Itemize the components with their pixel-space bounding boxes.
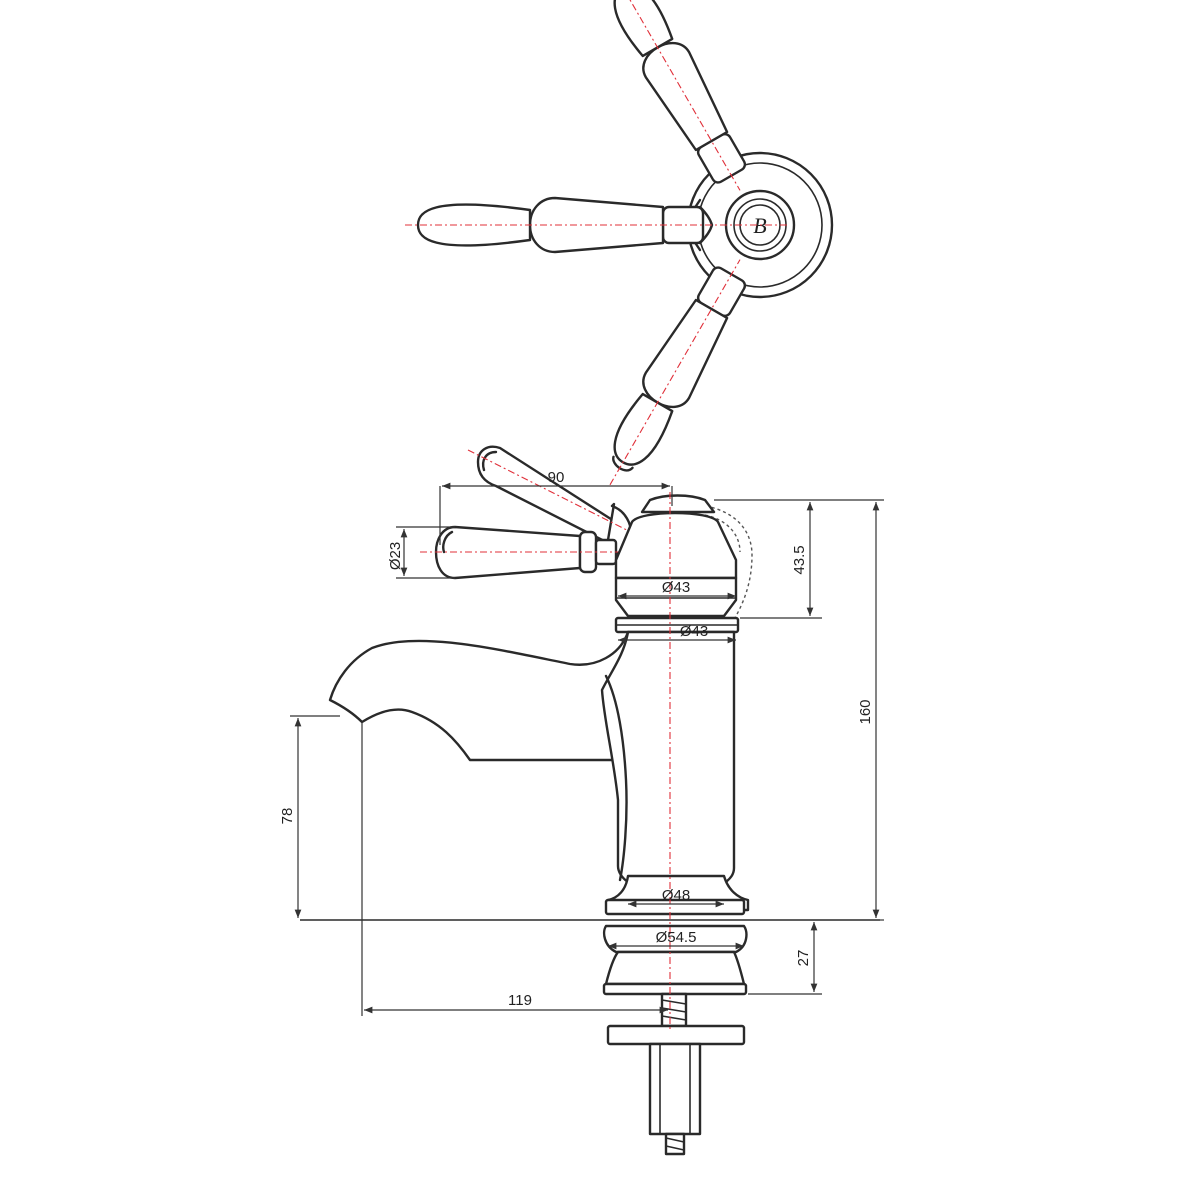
plan-view: B <box>405 0 834 486</box>
tap-head <box>614 494 740 634</box>
shank-assembly <box>606 992 746 1156</box>
body-column <box>600 630 736 884</box>
handle-rotation-phantom <box>699 504 753 619</box>
spout <box>328 630 630 762</box>
plan-handle-upper <box>609 259 747 486</box>
side-handle-lower <box>420 525 622 580</box>
plan-handle-lower <box>609 0 747 191</box>
dim-spout-projection: 119 <box>508 992 532 1009</box>
dim-head-diameter-lower: Ø43 <box>680 623 708 640</box>
dim-head-height: 43.5 <box>791 545 808 574</box>
dim-overall-height: 160 <box>857 699 874 724</box>
dimensions: 90 Ø23 Ø43 Ø43 43.5 160 78 Ø48 Ø54.5 <box>279 469 884 1016</box>
dim-body-diameter: Ø48 <box>662 887 690 904</box>
dim-handle-reach: 90 <box>548 469 565 486</box>
dim-spout-height: 78 <box>279 808 296 825</box>
dim-base-diameter: Ø54.5 <box>656 929 697 946</box>
dim-handle-diameter: Ø23 <box>387 542 404 570</box>
plan-handle-left <box>405 196 790 254</box>
dim-base-height: 27 <box>795 950 812 967</box>
dim-head-diameter-upper: Ø43 <box>662 579 690 596</box>
